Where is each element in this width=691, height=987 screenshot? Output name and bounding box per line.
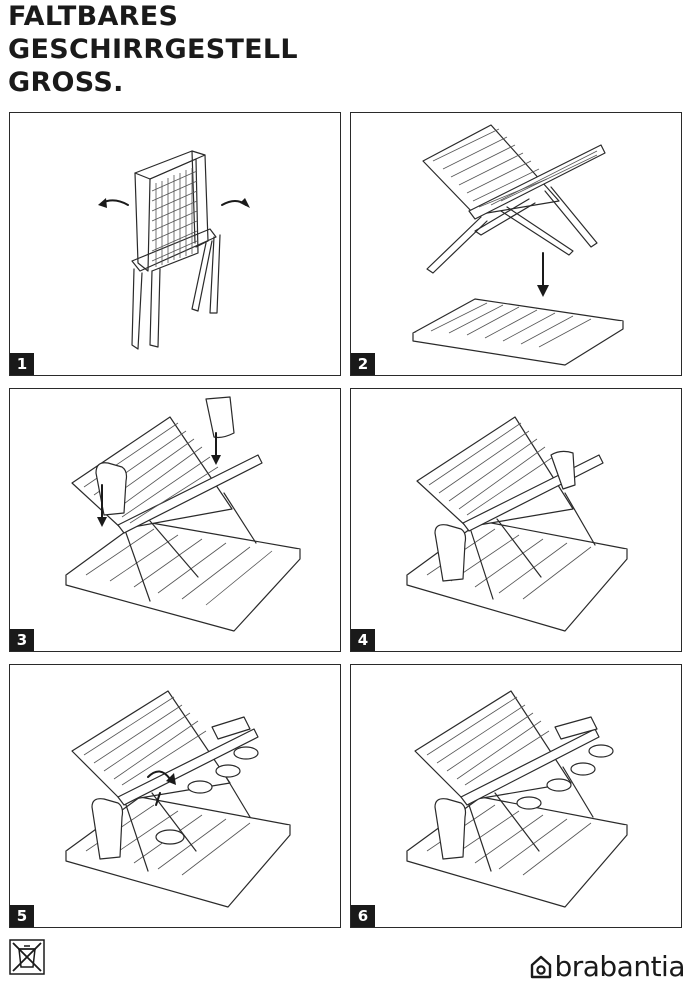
step-panel-6: 6 (350, 664, 682, 928)
step-panel-1: 1 (9, 112, 341, 376)
add-glass-holders-illustration (65, 690, 291, 908)
step-panel-2: 2 (350, 112, 682, 376)
title-line-2: GESCHIRRGESTELL (8, 34, 298, 65)
step-panel-4: 4 (350, 388, 682, 652)
step-panel-3: 3 (9, 388, 341, 652)
cutlery-holder-placed-illustration (406, 416, 628, 632)
step-number-6: 6 (351, 905, 375, 927)
step-number-1: 1 (10, 353, 34, 375)
brand-logo: brabantia (530, 950, 685, 984)
step-number-3: 3 (10, 629, 34, 651)
title-line-1: FALTBARES (8, 1, 179, 32)
rack-and-tray-illustration (412, 124, 624, 366)
attach-cutlery-holder-illustration (65, 396, 301, 632)
step-number-4: 4 (351, 629, 375, 651)
folded-rack-illustration (98, 150, 250, 350)
step-panel-5: 5 (9, 664, 341, 928)
document-title: FALTBARES GESCHIRRGESTELL GROSS. (8, 0, 298, 99)
brabantia-house-icon (531, 955, 552, 979)
crossed-out-bin-icon (9, 939, 45, 975)
brand-name: brabantia (554, 950, 685, 983)
step-number-5: 5 (10, 905, 34, 927)
assembled-rack-illustration (406, 690, 628, 908)
title-line-3: GROSS. (8, 67, 124, 98)
step-number-2: 2 (351, 353, 375, 375)
